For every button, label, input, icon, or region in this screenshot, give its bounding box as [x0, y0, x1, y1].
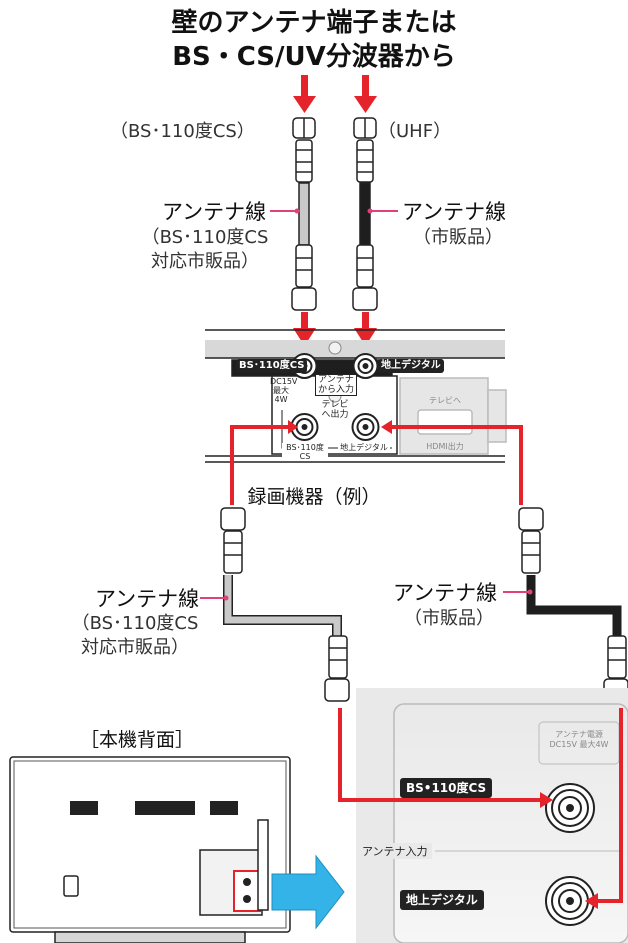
lower-cable-uhf	[518, 507, 628, 702]
panel-power-note: アンテナ電源 DC15V 最大4W	[539, 730, 619, 750]
panel-connectors	[545, 783, 595, 926]
rec-to-tv: テレビ へ出力	[315, 400, 355, 420]
page-title: 壁のアンテナ端子または BS・CS/UV分波器から	[0, 6, 628, 74]
panel-bs-tag: BS•110度CS	[400, 778, 493, 798]
bs-output-path	[230, 425, 289, 505]
recorder-caption: 録画機器（例）	[247, 486, 381, 508]
lower-cable-left-label: アンテナ線	[95, 587, 200, 611]
lower-cable-left-sub-1: （BS･110度CS	[71, 613, 199, 634]
rec-antenna-in-1: アンテナ	[318, 375, 354, 385]
rec-power-2: 最大4W	[273, 386, 289, 404]
rec-to-tv-1: テレビ	[321, 400, 349, 410]
panel-power-2: DC15V 最大4W	[549, 740, 609, 749]
recorder-connectors	[290, 341, 380, 441]
title-line-2: BS・CS/UV分波器から	[172, 42, 456, 72]
rec-hdmi-out: HDMI出力	[426, 442, 464, 451]
lower-cable-left-sub: （BS･110度CS 対応市販品）	[60, 612, 210, 660]
zoom-arrow	[271, 854, 345, 930]
rec-power-1: DC15V	[270, 377, 298, 386]
top-cable-uhf	[352, 117, 378, 311]
rec-in-terr: 地上デジタル	[378, 359, 444, 373]
rec-out-bs: BS･110度CS	[282, 443, 328, 461]
uhf-connector-label: （UHF）	[378, 121, 452, 142]
lower-cable-right-label: アンテナ線	[393, 581, 498, 605]
bs-connector-label: （BS･110度CS）	[110, 121, 255, 142]
lower-cable-left-sub-2: 対応市販品）	[81, 637, 189, 658]
panel-power-1: アンテナ電源	[555, 730, 603, 739]
cable-right-sub: （市販品）	[413, 227, 503, 248]
rec-antenna-in-2: から入力	[317, 385, 354, 395]
panel-terr-tag: 地上デジタル	[400, 890, 484, 910]
recorder-in-arrows	[293, 312, 377, 346]
rec-out-terr: 地上デジタル	[338, 443, 390, 452]
rec-antenna-in: アンテナ から入力	[315, 374, 357, 396]
top-cable-bs	[291, 117, 317, 311]
rec-to-tv-2: へ出力	[321, 410, 349, 420]
cable-right-label: アンテナ線	[402, 200, 507, 224]
lower-cable-right-sub: （市販品）	[404, 608, 494, 629]
panel-antenna-input: アンテナ入力	[362, 843, 432, 859]
cable-left-label: アンテナ線	[162, 200, 267, 224]
rec-power-note: DC15V 最大4W	[270, 377, 298, 404]
tv-back-illustration	[9, 756, 291, 943]
lower-cable-bs	[220, 507, 350, 702]
cable-left-sub-1: （BS･110度CS	[141, 227, 269, 248]
top-arrows	[293, 75, 377, 113]
tv-caption: ［本機背面］	[80, 729, 195, 751]
rec-in-bs: BS･110度CS	[236, 359, 308, 373]
title-line-1: 壁のアンテナ端子または	[171, 8, 457, 38]
rec-tv-label: テレビへ	[429, 396, 461, 405]
cable-left-sub-2: 対応市販品）	[151, 251, 259, 272]
terr-output-path	[392, 425, 523, 505]
cable-left-sub: （BS･110度CS 対応市販品）	[130, 226, 280, 274]
